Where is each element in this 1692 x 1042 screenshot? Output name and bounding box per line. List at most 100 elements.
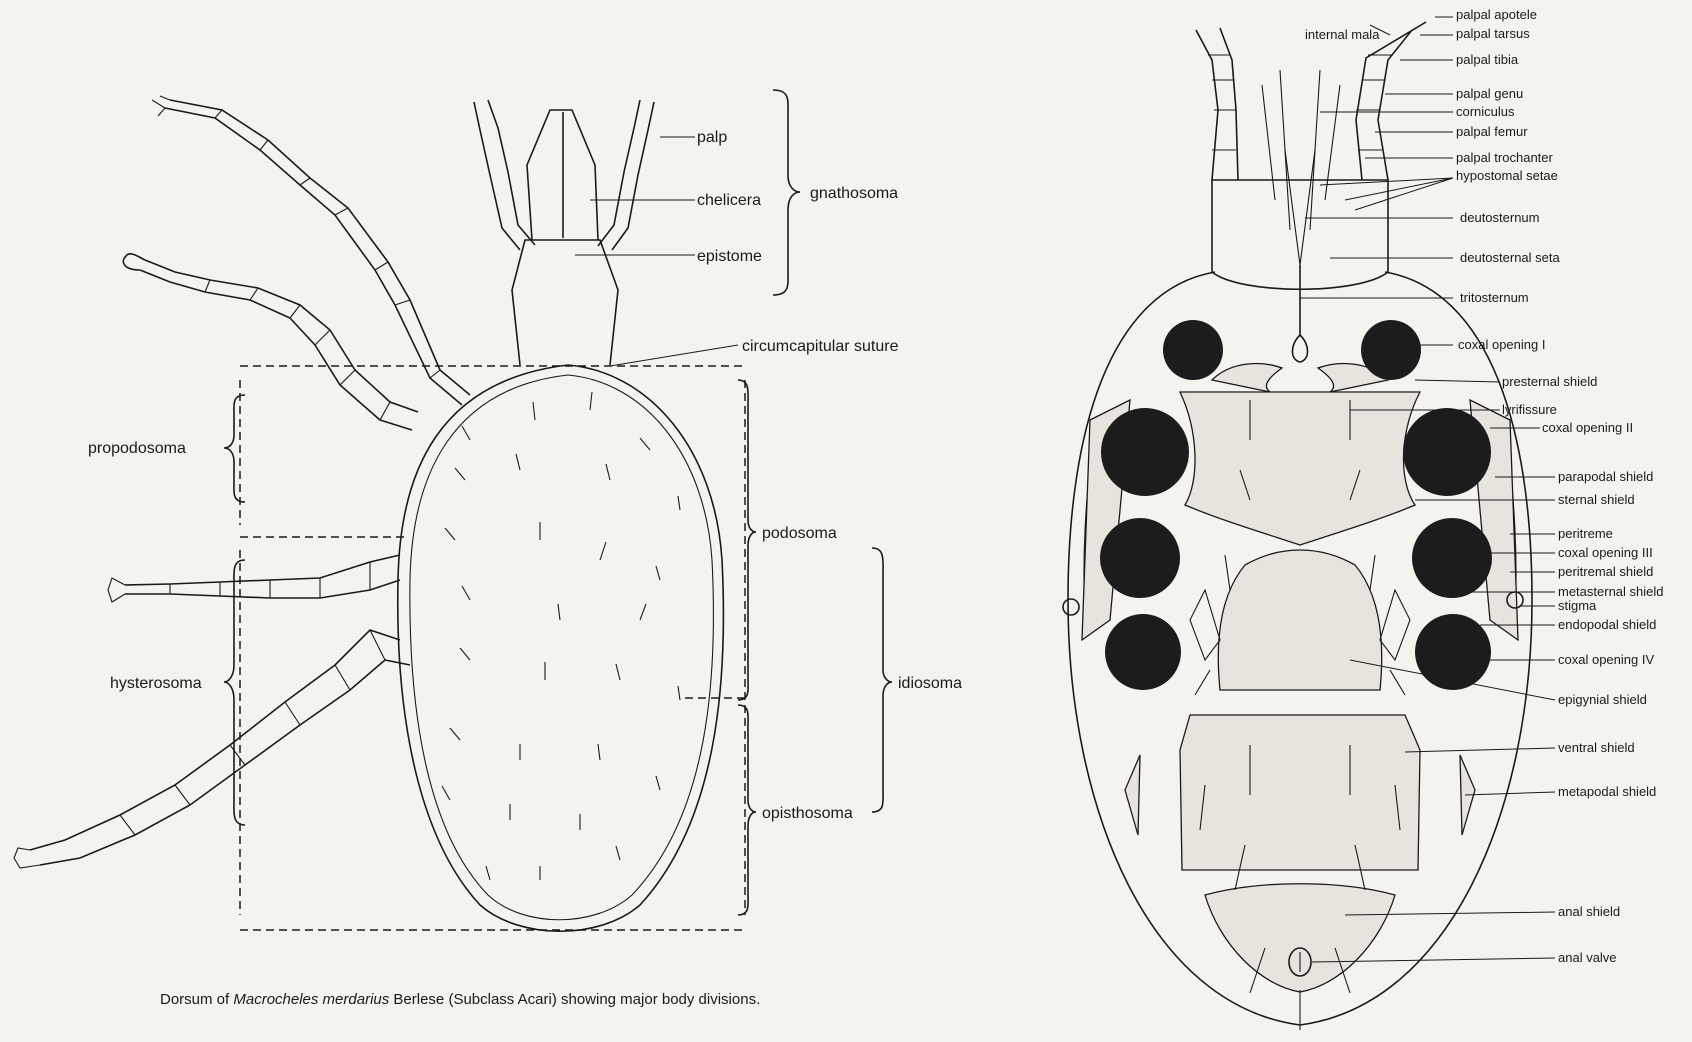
brace-hysterosoma <box>224 560 245 825</box>
right-palp <box>598 100 654 250</box>
leg-2 <box>140 260 418 430</box>
legs <box>14 96 470 868</box>
idiosoma-drawing <box>398 365 724 931</box>
leg-1-tarsus <box>152 96 170 116</box>
leg-1 <box>165 100 470 405</box>
presternal-shield-left <box>1212 364 1282 392</box>
label-hysterosoma: hysterosoma <box>110 675 202 692</box>
stigma-left <box>1063 599 1079 615</box>
coxal-opening-3-right <box>1412 518 1492 598</box>
coxal-opening-1-right <box>1361 320 1421 380</box>
label-internal-mala: internal mala <box>1305 27 1380 42</box>
label-coxal-opening-1: coxal opening I <box>1458 337 1545 352</box>
label-circumcapitular-suture: circumcapitular suture <box>742 338 899 355</box>
ventral-right-palp <box>1356 22 1426 180</box>
label-hypostomal-setae: hypostomal setae <box>1456 168 1558 183</box>
epigynial-shield-drawing <box>1218 550 1381 690</box>
label-parapodal-shield: parapodal shield <box>1558 469 1653 484</box>
leg-2-segments <box>205 280 390 420</box>
caption-after: Berlese (Subclass Acari) showing major b… <box>389 991 760 1008</box>
label-palpal-femur: palpal femur <box>1456 124 1528 139</box>
tritosternum-drawing <box>1293 265 1308 362</box>
label-ventral-shield: ventral shield <box>1558 740 1635 755</box>
figure-caption: Dorsum of Macrocheles merdarius Berlese … <box>160 991 760 1008</box>
label-anal-shield: anal shield <box>1558 904 1620 919</box>
braces <box>224 90 892 915</box>
gnathosoma-drawing <box>474 100 654 365</box>
label-metasternal-shield: metasternal shield <box>1558 584 1664 599</box>
label-palpal-trochanter: palpal trochanter <box>1456 150 1554 165</box>
label-deutosternal-seta: deutosternal seta <box>1460 250 1561 265</box>
brace-idiosoma <box>872 548 892 812</box>
label-chelicera: chelicera <box>697 192 761 209</box>
ventral-view: internal mala palpal apotele palpal tars… <box>1063 7 1664 1030</box>
dorsal-view: palp chelicera epistome gnathosoma circu… <box>14 90 962 1008</box>
label-stigma: stigma <box>1558 598 1597 613</box>
endopodal-shield-right <box>1380 590 1410 660</box>
label-coxal-opening-3: coxal opening III <box>1558 545 1653 560</box>
ventral-left-palp <box>1196 28 1238 180</box>
label-coxal-opening-4: coxal opening IV <box>1558 652 1654 667</box>
label-sternal-shield: sternal shield <box>1558 492 1635 507</box>
label-idiosoma: idiosoma <box>898 675 962 692</box>
left-palp <box>474 100 535 250</box>
coxal-opening-4-left <box>1105 614 1181 690</box>
leg-4 <box>30 630 410 865</box>
tritosternal-laciniae <box>1285 150 1315 265</box>
leg-4-tarsus <box>14 848 40 868</box>
label-palpal-tibia: palpal tibia <box>1456 52 1519 67</box>
label-propodosoma: propodosoma <box>88 440 186 457</box>
metapodal-shield-left <box>1125 755 1140 835</box>
label-endopodal-shield: endopodal shield <box>1558 617 1656 632</box>
brace-podosoma <box>738 380 756 700</box>
leg-3-segments <box>170 562 370 598</box>
brace-propodosoma <box>224 395 245 502</box>
caption-species: Macrocheles merdarius <box>233 991 389 1008</box>
ventral-shield-drawing <box>1180 715 1420 870</box>
leg-3-tarsus <box>108 578 125 602</box>
label-presternal-shield: presternal shield <box>1502 374 1597 389</box>
label-deutosternum: deutosternum <box>1460 210 1540 225</box>
label-metapodal-shield: metapodal shield <box>1558 784 1656 799</box>
label-palpal-genu: palpal genu <box>1456 86 1523 101</box>
label-palpal-tarsus: palpal tarsus <box>1456 26 1530 41</box>
label-peritreme: peritreme <box>1558 526 1613 541</box>
ventral-gnathosoma <box>1196 22 1426 362</box>
endopodal-shield-left <box>1190 590 1220 660</box>
dorsal-setae <box>442 392 680 880</box>
label-tritosternum: tritosternum <box>1460 290 1529 305</box>
hypostome <box>1262 70 1340 230</box>
brace-gnathosoma <box>773 90 800 295</box>
label-palpal-apotele: palpal apotele <box>1456 7 1537 22</box>
label-corniculus: corniculus <box>1456 104 1515 119</box>
division-lines <box>240 366 745 930</box>
label-peritremal-shield: peritremal shield <box>1558 564 1653 579</box>
label-epigynial-shield: epigynial shield <box>1558 692 1647 707</box>
coxal-opening-3-left <box>1100 518 1180 598</box>
leader-circumcapitular <box>610 345 738 366</box>
label-lyrifissure: lyrifissure <box>1502 402 1557 417</box>
label-palp: palp <box>697 129 727 146</box>
coxal-opening-2-right <box>1403 408 1491 496</box>
idiosoma-outline <box>398 365 724 931</box>
idiosoma-inner <box>410 375 714 920</box>
chelicerae <box>527 110 598 240</box>
label-epistome: epistome <box>697 248 762 265</box>
gnathosoma-base <box>512 240 618 365</box>
brace-opisthosoma <box>738 705 756 915</box>
coxal-opening-4-right <box>1415 614 1491 690</box>
label-gnathosoma: gnathosoma <box>810 185 898 202</box>
label-anal-valve: anal valve <box>1558 950 1617 965</box>
label-coxal-opening-2: coxal opening II <box>1542 420 1633 435</box>
coxal-opening-1-left <box>1163 320 1223 380</box>
leg-1-segments <box>215 110 440 378</box>
leg-4-segments <box>120 630 385 835</box>
leg-3 <box>125 555 400 598</box>
coxal-opening-2-left <box>1101 408 1189 496</box>
label-podosoma: podosoma <box>762 525 837 542</box>
leg-2-claw <box>123 254 145 270</box>
label-opisthosoma: opisthosoma <box>762 805 853 822</box>
sternal-shield-drawing <box>1180 392 1420 545</box>
